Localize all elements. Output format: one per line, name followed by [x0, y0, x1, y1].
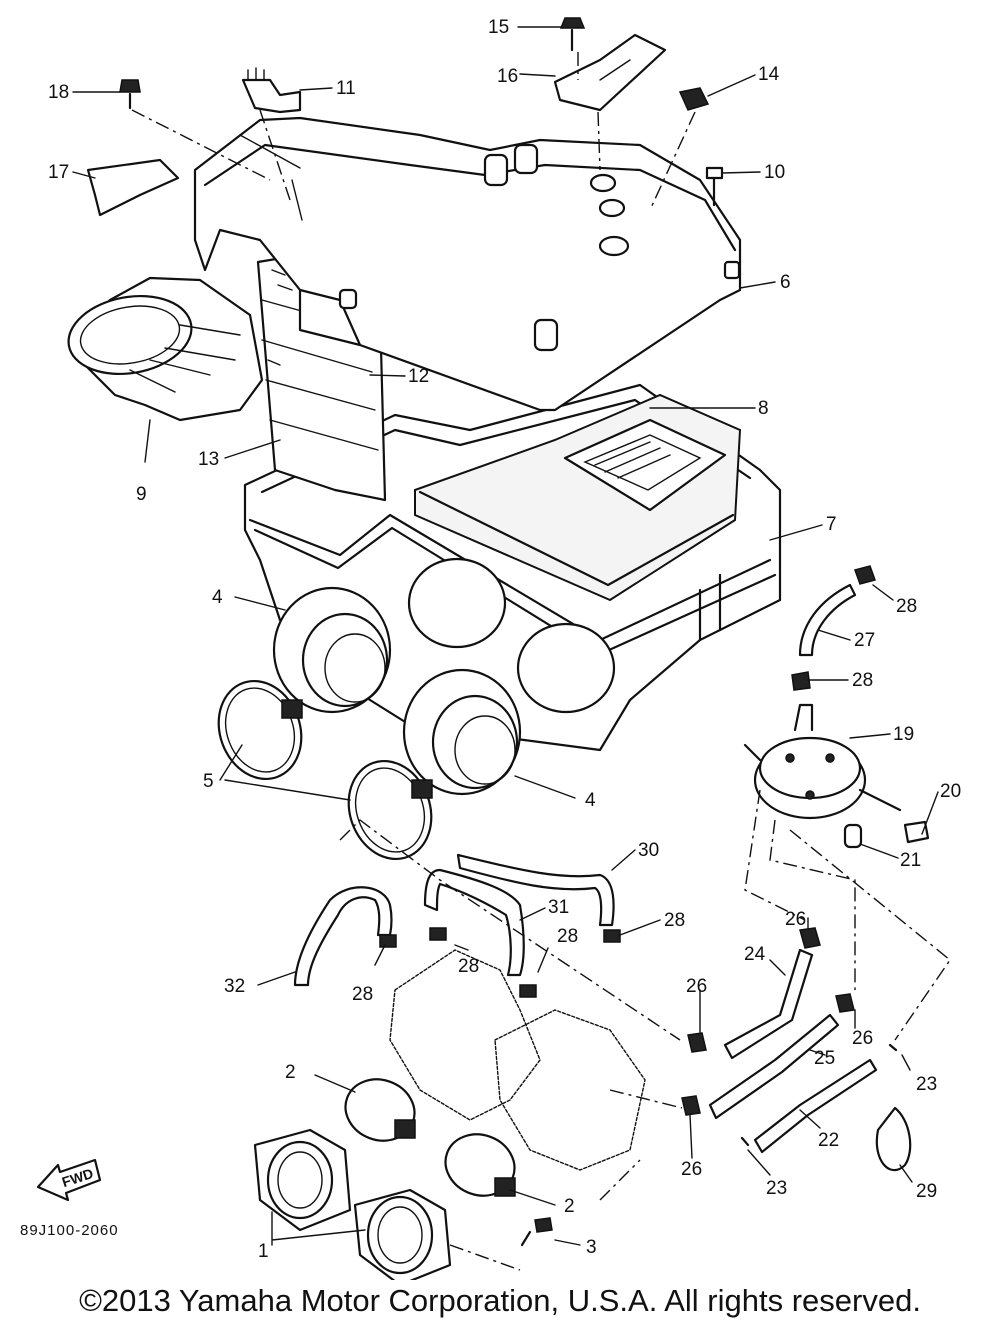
callout-4-a: 4: [212, 587, 223, 608]
callout-28-c: 28: [664, 910, 685, 931]
callout-23-b: 23: [766, 1178, 787, 1199]
carburetor-joints: [217, 586, 522, 861]
callout-26-d: 26: [681, 1159, 702, 1180]
callout-28-a: 28: [896, 596, 917, 617]
leader-lines: [72, 26, 939, 1246]
callout-28-f: 28: [352, 984, 373, 1005]
callout-17: 17: [48, 162, 69, 183]
callout-5: 5: [203, 771, 214, 792]
callout-30: 30: [638, 840, 659, 861]
callout-labels: 15 16 14 18 11 17 10 6 12 8 13 9 7 28 4 …: [48, 17, 961, 1262]
callout-24: 24: [744, 944, 766, 965]
callout-15: 15: [488, 17, 509, 38]
callout-28-d: 28: [557, 926, 578, 947]
callout-7: 7: [826, 514, 837, 535]
small-hardware-top: [86, 17, 724, 217]
callout-22: 22: [818, 1130, 839, 1151]
fuel-pump: [743, 703, 930, 849]
callout-12: 12: [408, 366, 429, 387]
callout-26-b: 26: [686, 976, 707, 997]
callout-26-a: 26: [785, 909, 806, 930]
callout-32: 32: [224, 976, 245, 997]
drawing-number: 89J100-2060: [20, 1222, 119, 1239]
callout-25: 25: [814, 1048, 835, 1069]
callout-28-b: 28: [852, 670, 873, 691]
fuel-hoses: [681, 927, 912, 1172]
callout-9: 9: [136, 484, 147, 505]
carburetor-outline: [389, 949, 646, 1171]
element-cover: [414, 393, 742, 602]
callout-21: 21: [900, 850, 921, 871]
air-cleaner-cover: [193, 116, 742, 412]
intake-manifolds: [253, 1078, 553, 1280]
callout-10: 10: [764, 162, 785, 183]
callout-23-a: 23: [916, 1074, 937, 1095]
callout-18: 18: [48, 82, 69, 103]
callout-26-c: 26: [852, 1028, 873, 1049]
callout-20: 20: [940, 781, 961, 802]
callout-1: 1: [258, 1241, 269, 1262]
reference-lines: [131, 52, 951, 1271]
callout-3: 3: [586, 1237, 597, 1258]
callout-8: 8: [758, 398, 769, 419]
forward-arrow-icon: FWD: [36, 1158, 102, 1202]
hoses-right: [791, 565, 876, 691]
callout-14: 14: [758, 64, 780, 85]
callout-31: 31: [548, 897, 569, 918]
callout-2-a: 2: [285, 1062, 296, 1083]
hoses-left: [293, 853, 621, 998]
exploded-parts-diagram: FWD 89J100-2060 15 16 14 18 11 17 10 6 1…: [20, 17, 961, 1280]
callout-19: 19: [893, 724, 914, 745]
callout-11: 11: [336, 78, 356, 99]
callout-27: 27: [854, 630, 875, 651]
callout-13: 13: [198, 449, 219, 470]
callout-29: 29: [916, 1181, 937, 1202]
callout-4-b: 4: [585, 790, 596, 811]
callout-28-e: 28: [458, 956, 479, 977]
callout-16: 16: [497, 66, 518, 87]
intake-duct: [67, 276, 264, 422]
callout-6: 6: [780, 272, 791, 293]
copyright-notice: ©2013 Yamaha Motor Corporation, U.S.A. A…: [79, 1283, 921, 1318]
callout-2-b: 2: [564, 1196, 575, 1217]
